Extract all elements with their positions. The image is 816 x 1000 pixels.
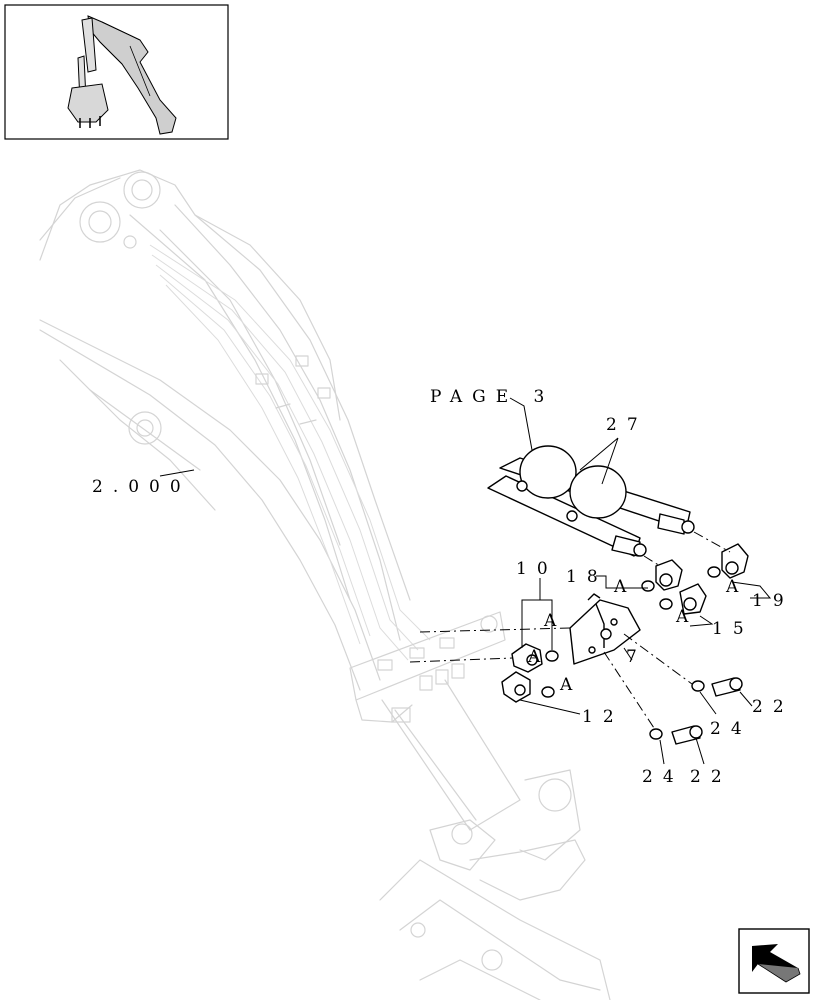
callout-22-lower: 22 (690, 767, 732, 787)
detail-mark-a6: A (527, 647, 550, 667)
callout-10: 10 (516, 559, 558, 579)
callout-19: 19 (752, 591, 794, 611)
callout-15: 15 (712, 619, 754, 639)
elbow-fitting-19 (707, 543, 749, 579)
callout-labels: PAGE 3 2.000 27 10 18 19 15 7 12 24 22 2… (92, 387, 794, 787)
elbow-fitting-12 (501, 671, 555, 703)
detail-mark-a1: A (543, 611, 566, 631)
thumbnail-excavator-arm-icon (67, 15, 177, 135)
adapter-fitting-15 (659, 583, 707, 615)
page-ref-label: PAGE 3 (430, 387, 554, 407)
detail-mark-a4: A (675, 607, 698, 627)
detail-markers: A A A A A A (527, 577, 748, 695)
return-arrow-icon (752, 944, 801, 983)
detail-mark-a2: A (613, 577, 636, 597)
adapter-fitting-18 (641, 559, 683, 592)
assembly-center-lines (409, 531, 731, 729)
leader-lines (159, 397, 772, 765)
previous-page-button[interactable] (738, 928, 810, 994)
hose-clamp-27a (516, 445, 577, 499)
callout-24-lower: 24 (642, 767, 684, 787)
callout-24-upper: 24 (710, 719, 752, 739)
thumbnail-overview (4, 4, 229, 140)
callout-18: 18 (566, 567, 608, 587)
hose-clamp-27b (566, 465, 627, 522)
detail-mark-a3: A (725, 577, 748, 597)
assembly-ref-label: 2.000 (92, 477, 191, 497)
elbow-fitting-10 (511, 643, 559, 673)
boom-ghost-outline (39, 169, 611, 1000)
detail-mark-a5: A (559, 675, 582, 695)
bolt-22a (711, 677, 743, 697)
washer-24a (691, 680, 705, 692)
callout-22-upper: 22 (752, 697, 794, 717)
callout-12: 12 (582, 707, 624, 727)
callout-27: 27 (606, 415, 648, 435)
callout-7: 7 (626, 647, 647, 667)
washer-24b (649, 728, 663, 740)
mounting-bracket-7 (569, 593, 641, 665)
